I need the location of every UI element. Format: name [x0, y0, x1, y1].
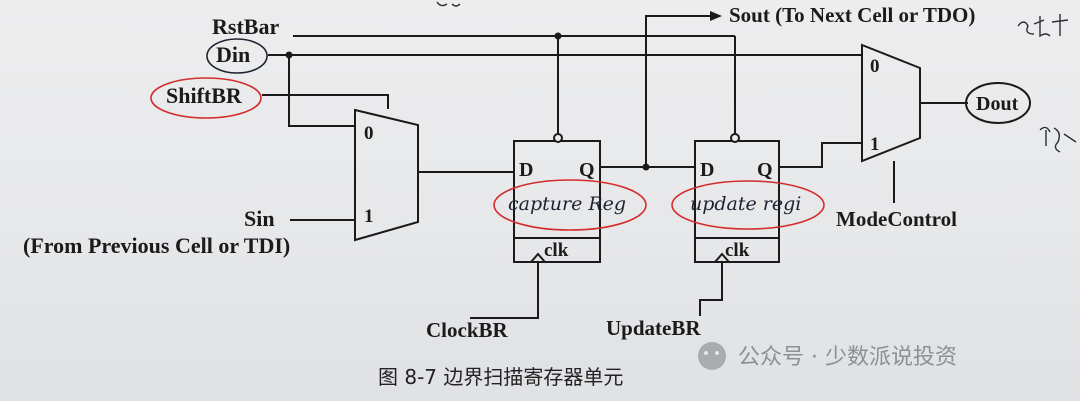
wires — [262, 11, 968, 319]
capture-clk-pin: clk — [544, 240, 569, 261]
mux2-input0-label: 0 — [870, 56, 880, 77]
update-q-wire — [779, 142, 862, 168]
modecontrol-label: ModeControl — [836, 207, 957, 231]
update-handwritten-note: update regi — [690, 193, 801, 215]
din-label: Din — [216, 42, 250, 67]
input-mux-body — [354, 108, 419, 242]
capture-reset-bubble — [553, 133, 563, 143]
output-mux — [861, 43, 921, 163]
watermark-text: 公众号 · 少数派说投资 — [738, 345, 957, 370]
capture-q-pin: Q — [579, 159, 595, 181]
shiftbr-red-ellipse — [150, 77, 262, 119]
output-mux-body — [861, 43, 921, 163]
capture-red-ellipse — [493, 179, 647, 231]
dout-terminal — [965, 82, 1031, 124]
sin-label: Sin — [244, 206, 275, 231]
mux2-input1-label: 1 — [870, 134, 880, 155]
figure-caption: 图 8-7 边界扫描寄存器单元 — [378, 365, 623, 389]
scribble-top — [436, 1, 461, 7]
shiftbr-label: ShiftBR — [166, 83, 243, 108]
update-reset-bubble — [730, 133, 740, 143]
shiftbr-wire — [262, 94, 389, 109]
scribble-top-right — [1017, 14, 1069, 38]
sout-arrow-icon — [710, 11, 722, 21]
din-to-mux1 — [288, 55, 355, 127]
update-clk-triangle — [714, 252, 730, 263]
dout-label: Dout — [976, 93, 1019, 115]
rstbar-label: RstBar — [212, 14, 279, 39]
mux1-input1-label: 1 — [364, 206, 374, 227]
din-handdrawn-circle — [206, 38, 268, 74]
wechat-icon — [698, 342, 726, 370]
watermark: 公众号 · 少数派说投资 — [698, 342, 957, 370]
input-mux — [354, 108, 419, 242]
clockbr-wire — [470, 262, 539, 319]
update-d-pin: D — [700, 159, 714, 181]
sout-wire — [645, 15, 712, 167]
update-q-pin: Q — [757, 159, 773, 181]
mux1-input0-label: 0 — [364, 123, 374, 144]
update-flipflop — [694, 133, 780, 263]
margin-scribbles — [436, 1, 1077, 153]
capture-handwritten-note: capture Reg — [508, 193, 626, 215]
rstbar-junction — [554, 32, 562, 40]
update-clk-pin: clk — [725, 240, 750, 261]
updatebr-wire — [699, 262, 723, 316]
updatebr-label: UpdateBR — [606, 316, 701, 340]
sout-label: Sout (To Next Cell or TDO) — [729, 3, 975, 27]
sin-note-label: (From Previous Cell or TDI) — [23, 233, 290, 258]
capture-flipflop — [513, 133, 601, 263]
scribble-mid-right — [1039, 126, 1077, 153]
capture-d-pin: D — [519, 159, 533, 181]
update-red-ellipse — [671, 180, 825, 230]
capture-clk-triangle — [530, 252, 546, 263]
clockbr-label: ClockBR — [426, 318, 509, 342]
